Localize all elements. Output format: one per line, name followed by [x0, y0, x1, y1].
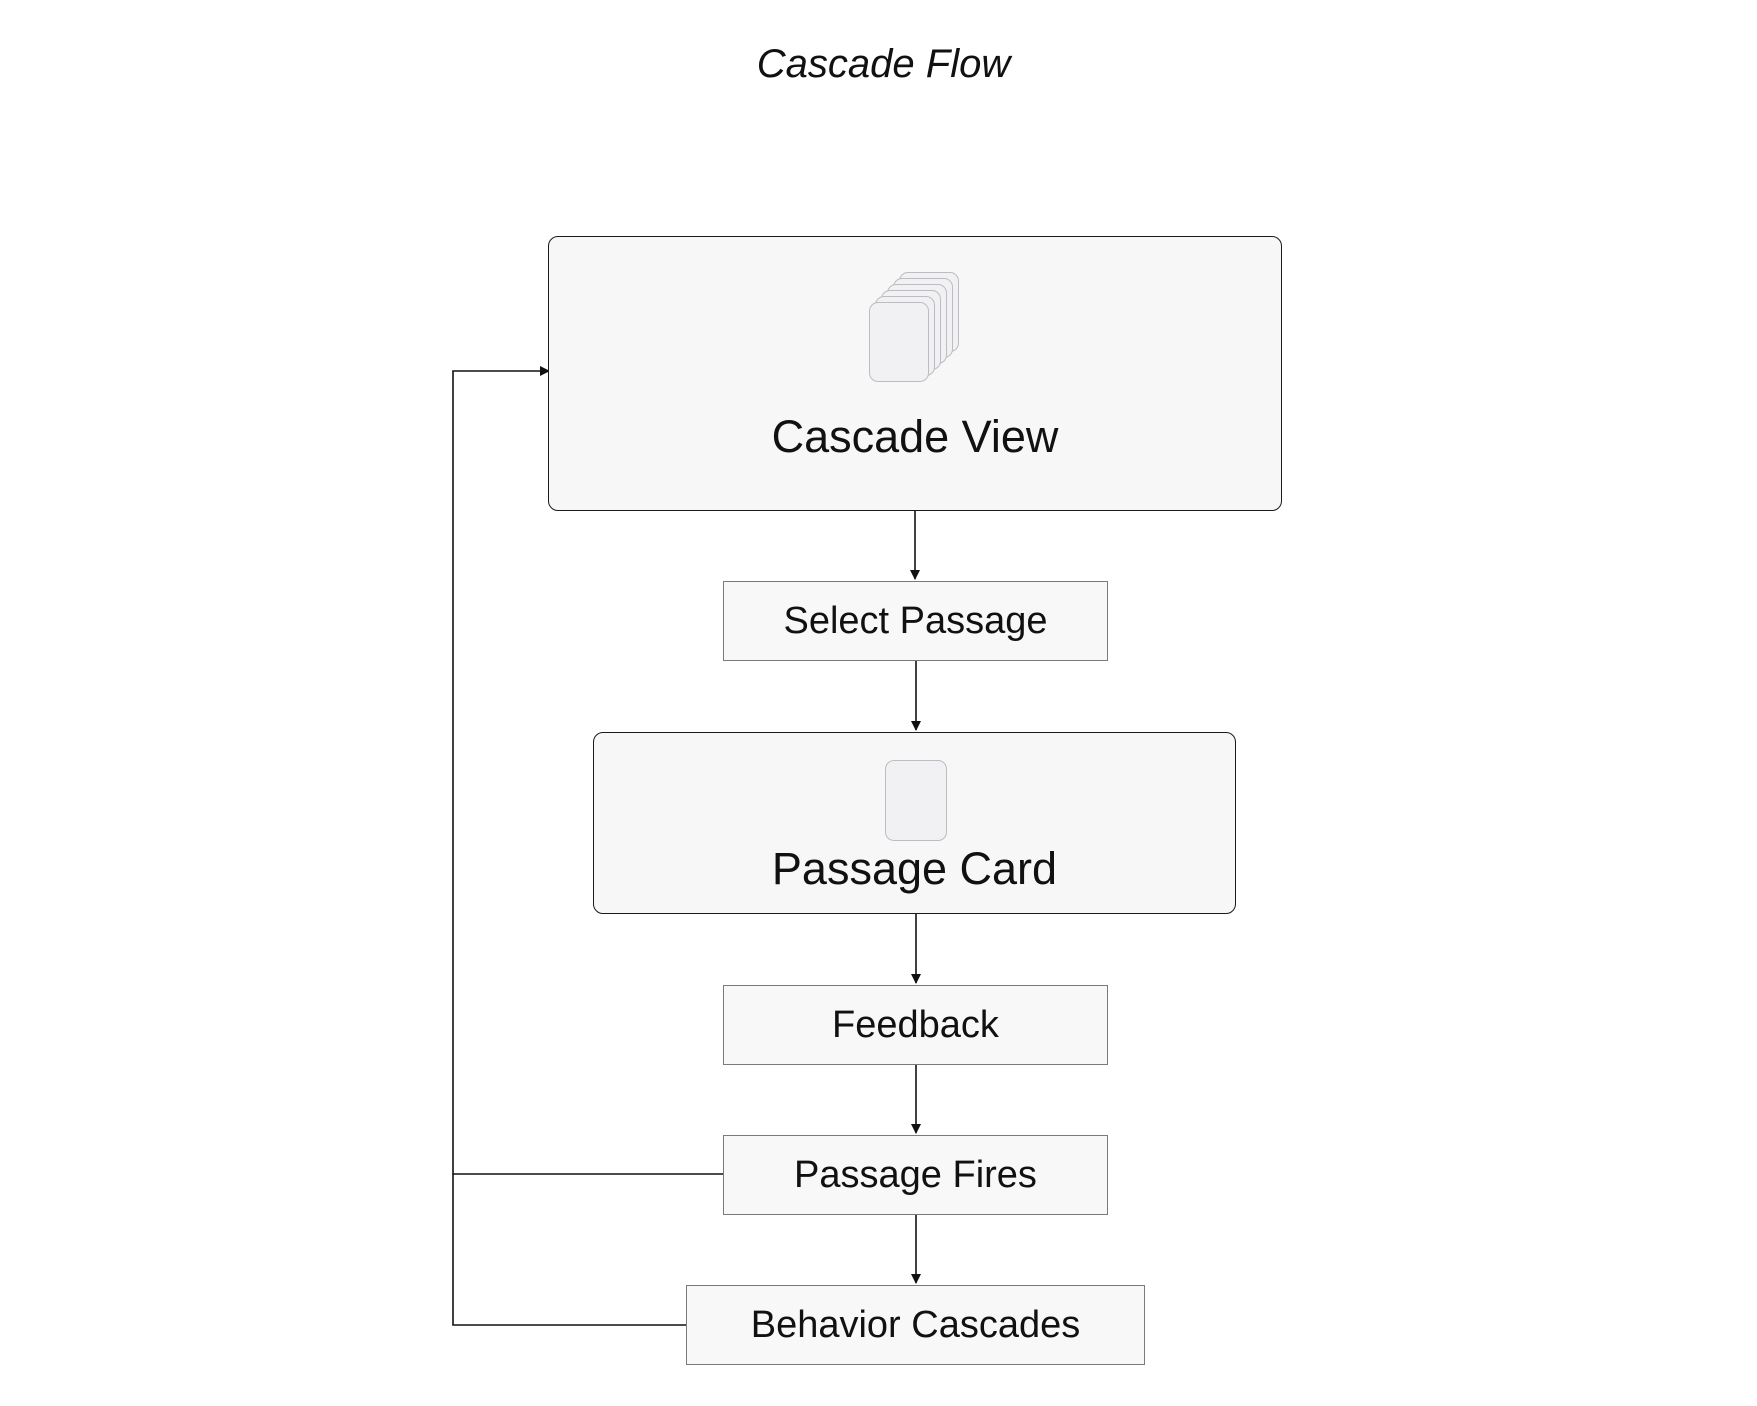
- edge-passage-fires-to-cascade-view: [452, 366, 723, 1175]
- node-label: Passage Card: [771, 843, 1058, 894]
- edge-behavior-cascades-to-cascade-view: [452, 1174, 686, 1326]
- node-passage-fires[interactable]: Passage Fires: [723, 1135, 1108, 1215]
- node-label: Passage Fires: [794, 1154, 1037, 1196]
- card-icon: [885, 760, 947, 841]
- node-label: Cascade View: [771, 411, 1059, 462]
- node-passage-card[interactable]: Passage Card: [593, 732, 1236, 914]
- node-behavior-cascades[interactable]: Behavior Cascades: [686, 1285, 1145, 1365]
- stacked-cards-icon: [869, 272, 969, 387]
- node-feedback[interactable]: Feedback: [723, 985, 1108, 1065]
- node-select-passage[interactable]: Select Passage: [723, 581, 1108, 661]
- node-label: Behavior Cascades: [750, 1304, 1081, 1346]
- node-label: Select Passage: [783, 600, 1048, 642]
- node-label: Feedback: [832, 1004, 999, 1046]
- node-cascade-view[interactable]: Cascade View: [548, 236, 1282, 511]
- diagram-title: Cascade Flow: [756, 42, 1011, 86]
